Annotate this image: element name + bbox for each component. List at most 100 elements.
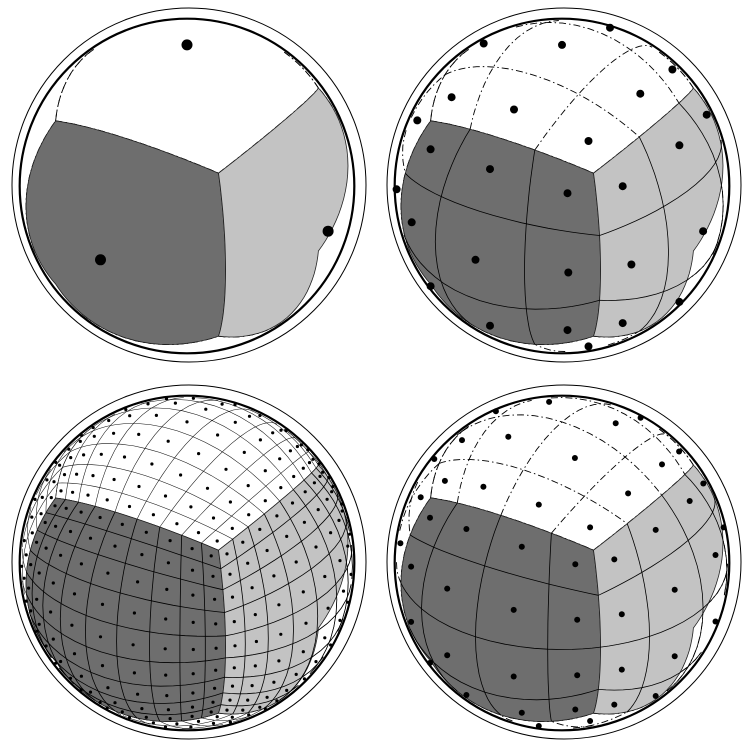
cell-center-point [619,667,625,673]
cell-center-point [82,453,85,456]
cell-center-point [146,402,149,405]
cell-center-point [215,647,218,650]
cell-center-point [100,453,103,456]
cell-center-point [41,496,44,499]
cell-center-point [636,90,644,98]
cell-center-point [486,165,494,173]
cell-center-point [611,556,617,562]
cell-center-point [625,490,631,496]
cell-center-point [672,587,678,593]
cell-center-point [472,256,480,264]
cell-center-point [659,461,665,467]
cell-center-point [668,66,676,74]
cell-center-point [327,607,330,610]
cell-center-point [229,500,232,503]
cell-center-point [112,432,115,435]
cell-center-point [295,673,298,676]
cell-center-point [536,502,542,508]
cell-center-point [574,617,580,623]
cell-center-point [95,254,106,265]
cell-center-point [58,464,61,467]
cell-center-point [338,619,341,622]
cell-center-point [214,622,217,625]
cell-center-point [546,399,552,405]
cell-center-point [225,709,228,712]
cell-center-point [167,561,170,564]
cell-center-point [228,699,231,702]
cell-center-point [69,677,72,680]
cell-center-point [165,588,168,591]
cell-center-point [136,580,139,583]
cell-center-point [121,523,124,526]
cell-center-point [212,516,215,519]
cell-center-point [266,696,269,699]
cell-center-point [52,581,55,584]
cell-center-point [101,664,104,667]
cell-center-point [302,467,305,470]
cell-center-point [619,182,627,190]
cell-center-point [266,549,269,552]
cell-center-point [45,644,48,647]
cell-center-point [314,660,317,663]
cell-center-point [330,490,333,493]
cell-center-point [258,528,261,531]
cell-center-point [700,481,706,487]
cell-center-point [59,660,62,663]
cell-center-point [101,603,104,606]
cell-center-point [152,721,155,724]
cell-center-point [140,553,143,556]
cell-center-point [246,562,249,565]
cell-center-point [25,553,28,556]
cell-center-point [164,494,167,497]
cell-center-point [318,475,321,478]
cell-center-point [251,684,254,687]
cell-center-point [79,440,82,443]
cell-center-point [272,574,275,577]
cell-center-point [611,702,617,708]
cell-center-point [52,638,55,641]
cell-center-point [289,449,292,452]
cell-center-point [676,449,682,455]
cell-center-point [350,573,353,576]
cell-center-point [254,664,257,667]
cell-center-point [233,644,236,647]
cell-center-point [192,648,195,651]
cell-center-point [275,514,278,517]
cell-center-point [192,672,195,675]
cell-center-point [427,515,433,521]
cell-center-point [329,531,332,534]
cell-center-point [243,451,246,454]
cell-center-point [304,622,307,625]
cell-center-point [73,592,76,595]
cell-center-point [225,552,228,555]
cell-center-point [413,116,421,124]
cell-center-point [210,710,213,713]
cell-center-point [285,689,288,692]
cell-center-point [246,699,249,702]
cell-center-point [300,443,303,446]
cell-center-point [486,322,494,330]
cell-center-point [214,669,217,672]
cell-center-point [145,531,148,534]
cell-center-point [191,715,194,718]
cell-center-point [313,481,316,484]
cell-center-point [164,647,167,650]
cell-center-point [291,501,294,504]
cell-center-point [241,541,244,544]
cell-center-point [191,706,194,709]
cell-center-point [241,709,244,712]
cell-center-point [69,456,72,459]
cell-center-point [251,586,254,589]
cell-center-point [216,715,219,718]
cell-center-point [564,189,572,197]
cell-center-point [86,494,89,497]
cell-center-point [258,706,261,709]
cell-center-point [128,505,131,508]
cell-center-point [189,505,192,508]
cell-center-point [254,613,257,616]
cell-center-point [296,445,299,448]
cell-center-point [408,218,416,226]
cell-center-point [164,617,167,620]
cell-center-point [197,531,200,534]
